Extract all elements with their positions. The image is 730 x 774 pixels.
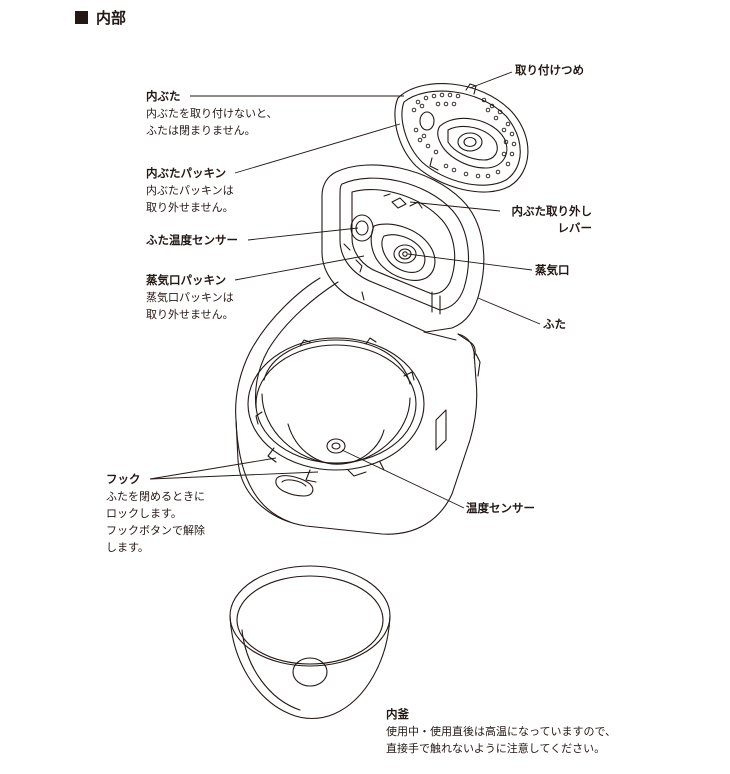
label-hook: フック ふたを閉めるときに ロックします。 フックボタンで解除 します。 — [106, 472, 205, 554]
label-inner-lid-release-lever: 内ぶた取り外し レバー — [511, 204, 593, 235]
square-bullet-icon — [75, 11, 88, 24]
label-inner-pot: 内釜 使用中・使用直後は高温になっていますので、 直接手で触れないように注意して… — [386, 707, 617, 755]
label-inner-lid-packing: 内ぶたパッキン 内ぶたパッキンは 取り外せません。 — [146, 166, 234, 214]
label-steam-port-packing: 蒸気口パッキン 蒸気口パッキンは 取り外せません。 — [146, 273, 234, 321]
label-lid-temp-sensor: ふた温度センサー — [146, 233, 238, 247]
pot-opening — [247, 337, 425, 483]
cooker-body — [235, 277, 481, 535]
label-mounting-claw: 取り付けつめ — [515, 63, 584, 77]
label-lid: ふた — [543, 317, 566, 331]
label-steam-port: 蒸気口 — [535, 263, 570, 277]
inner-lid — [394, 83, 529, 193]
label-inner-lid: 内ぶた 内ぶたを取り付けないと、 ふたは閉まりません。 — [146, 89, 278, 137]
outer-lid — [321, 164, 485, 333]
label-temp-sensor: 温度センサー — [466, 501, 535, 515]
inner-pot — [229, 565, 391, 720]
section-title: 内部 — [75, 7, 126, 28]
